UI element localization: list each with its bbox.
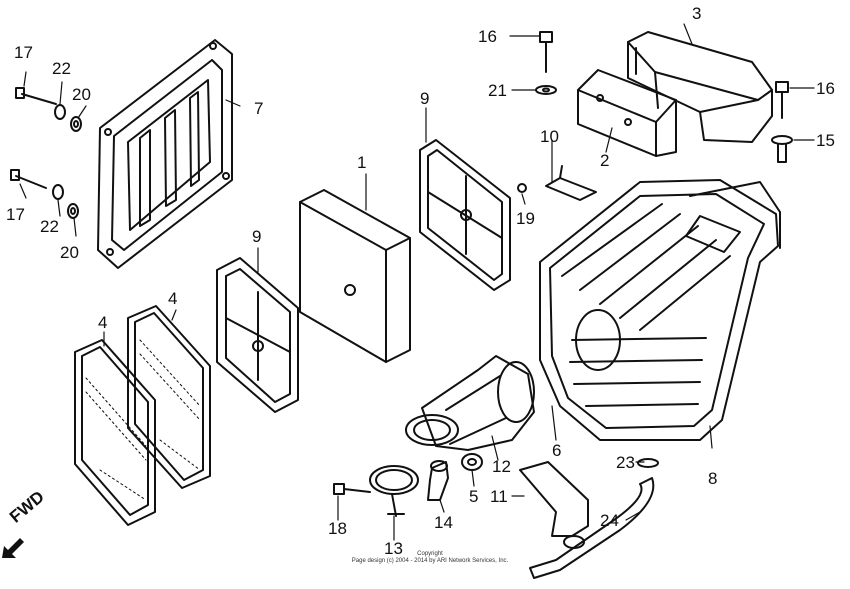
callout-13: 13 bbox=[384, 539, 403, 558]
filter-frame-part bbox=[216, 139, 511, 413]
callout-7: 7 bbox=[254, 99, 264, 118]
screw-part bbox=[539, 31, 789, 119]
fwd-arrow-icon bbox=[2, 538, 24, 558]
leader-lines bbox=[19, 23, 815, 541]
callout-6: 6 bbox=[552, 441, 562, 460]
callout-18: 18 bbox=[328, 519, 347, 538]
stay-part bbox=[519, 461, 589, 549]
connecting-tube-part bbox=[405, 355, 535, 451]
callout-17: 17 bbox=[14, 43, 33, 62]
cap-part bbox=[461, 453, 483, 471]
callout-3: 3 bbox=[692, 4, 702, 23]
copyright-notice: Copyright Page design (c) 2004 - 2014 by… bbox=[330, 551, 530, 565]
callout-20: 20 bbox=[72, 85, 91, 104]
callout-8: 8 bbox=[708, 469, 718, 488]
callout-16: 16 bbox=[816, 79, 835, 98]
callout-16: 16 bbox=[478, 27, 497, 46]
callout-2: 2 bbox=[600, 151, 610, 170]
washer-part bbox=[535, 85, 793, 163]
callout-1: 1 bbox=[357, 153, 367, 172]
callout-20: 20 bbox=[60, 243, 79, 262]
grommet-part bbox=[67, 116, 82, 219]
callout-4: 4 bbox=[98, 313, 108, 332]
callout-15: 15 bbox=[816, 131, 835, 150]
band-part bbox=[369, 465, 419, 517]
callout-11: 11 bbox=[490, 487, 508, 506]
stay-part bbox=[517, 165, 597, 201]
bolt-part bbox=[10, 87, 57, 189]
tube-part bbox=[529, 458, 659, 579]
duct-bracket-part bbox=[577, 69, 677, 157]
callout-10: 10 bbox=[540, 127, 559, 146]
callout-17: 17 bbox=[6, 205, 25, 224]
screen-part bbox=[74, 305, 211, 526]
case-cover-part bbox=[97, 39, 233, 269]
callout-12: 12 bbox=[492, 457, 511, 476]
callout-23: 23 bbox=[616, 453, 635, 472]
callout-24: 24 bbox=[600, 511, 619, 530]
copyright-line-1: Copyright bbox=[417, 551, 443, 557]
callout-14: 14 bbox=[434, 513, 453, 532]
callout-22: 22 bbox=[52, 59, 71, 78]
callout-19: 19 bbox=[516, 209, 535, 228]
copyright-line-2: Page design (c) 2004 - 2014 by ARI Netwo… bbox=[351, 557, 509, 564]
drain-plug-part bbox=[427, 460, 449, 501]
callout-9: 9 bbox=[252, 227, 262, 246]
callout-4: 4 bbox=[168, 289, 178, 308]
air-cleaner-element-part bbox=[299, 189, 411, 363]
screw-part bbox=[333, 483, 371, 495]
air-cleaner-case-part bbox=[539, 179, 781, 441]
callout-21: 21 bbox=[488, 81, 507, 100]
washer-part bbox=[52, 104, 66, 200]
callout-5: 5 bbox=[469, 487, 479, 506]
callout-9: 9 bbox=[420, 89, 430, 108]
callout-22: 22 bbox=[40, 217, 59, 236]
air-duct-part bbox=[627, 31, 773, 143]
